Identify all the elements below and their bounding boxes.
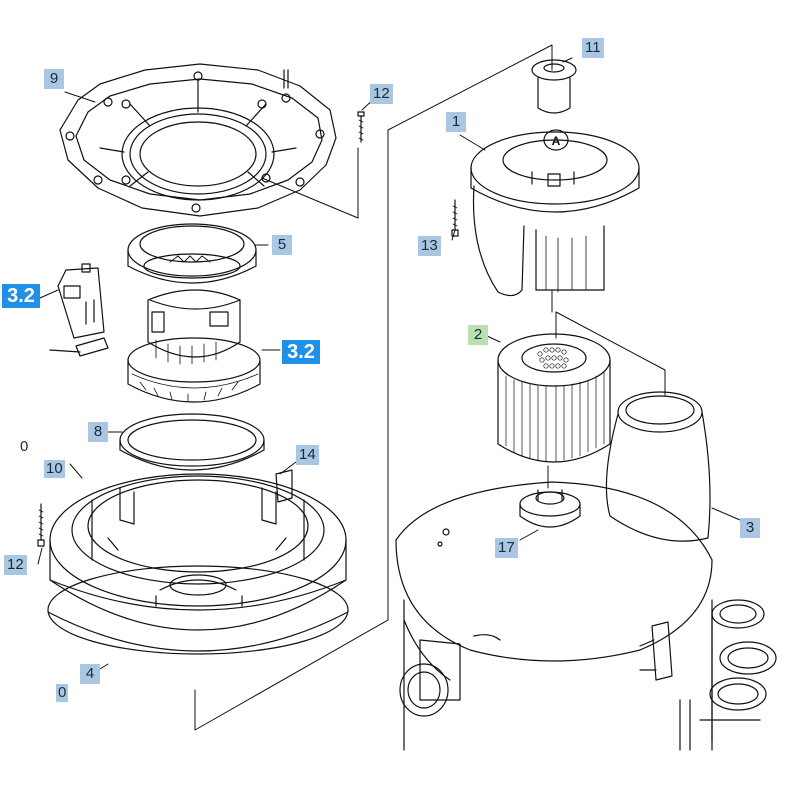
part-3-filter-bag (605, 391, 711, 542)
callout-12-top: 12 (370, 84, 393, 104)
part-3-2-circuit-board (49, 263, 109, 357)
part-1-filter-housing (470, 129, 640, 297)
part-3-2-motor (127, 289, 261, 403)
part-2-cartridge-filter (497, 333, 611, 463)
filter-cap-letter: A (552, 134, 561, 148)
part-12-screw-left (37, 503, 45, 547)
callout-9: 9 (44, 69, 64, 89)
part-8-gasket-ring (119, 413, 265, 471)
callout-11: 11 (582, 38, 604, 58)
callout-17: 17 (495, 538, 518, 558)
callout-3: 3 (740, 518, 760, 538)
callout-2: 2 (468, 325, 488, 345)
part-9-flange-plate (59, 63, 337, 217)
part-12-screw-right (357, 111, 365, 143)
part-17-valve (519, 489, 581, 528)
callout-3-2-left: 3.2 (2, 284, 40, 308)
callout-1: 1 (446, 112, 466, 132)
part-5-seal-ring (127, 223, 257, 284)
callout-4: 4 (80, 664, 100, 684)
callout-13: 13 (418, 236, 441, 256)
callout-10: 10 (44, 460, 65, 478)
callout-12-left: 12 (4, 555, 27, 575)
callout-0-top: 0 (20, 438, 29, 455)
callout-0-bottom: 0 (56, 684, 69, 702)
callout-8: 8 (88, 422, 108, 442)
callout-14: 14 (296, 445, 319, 465)
leader-lines (37, 44, 741, 731)
callout-3-2-right: 3.2 (282, 340, 320, 364)
part-13-screw (451, 199, 459, 237)
part-10-lower-housing (47, 469, 349, 655)
part-11-filter-cap (531, 59, 577, 114)
dust-container-tank (395, 481, 777, 751)
callout-5: 5 (272, 235, 292, 255)
